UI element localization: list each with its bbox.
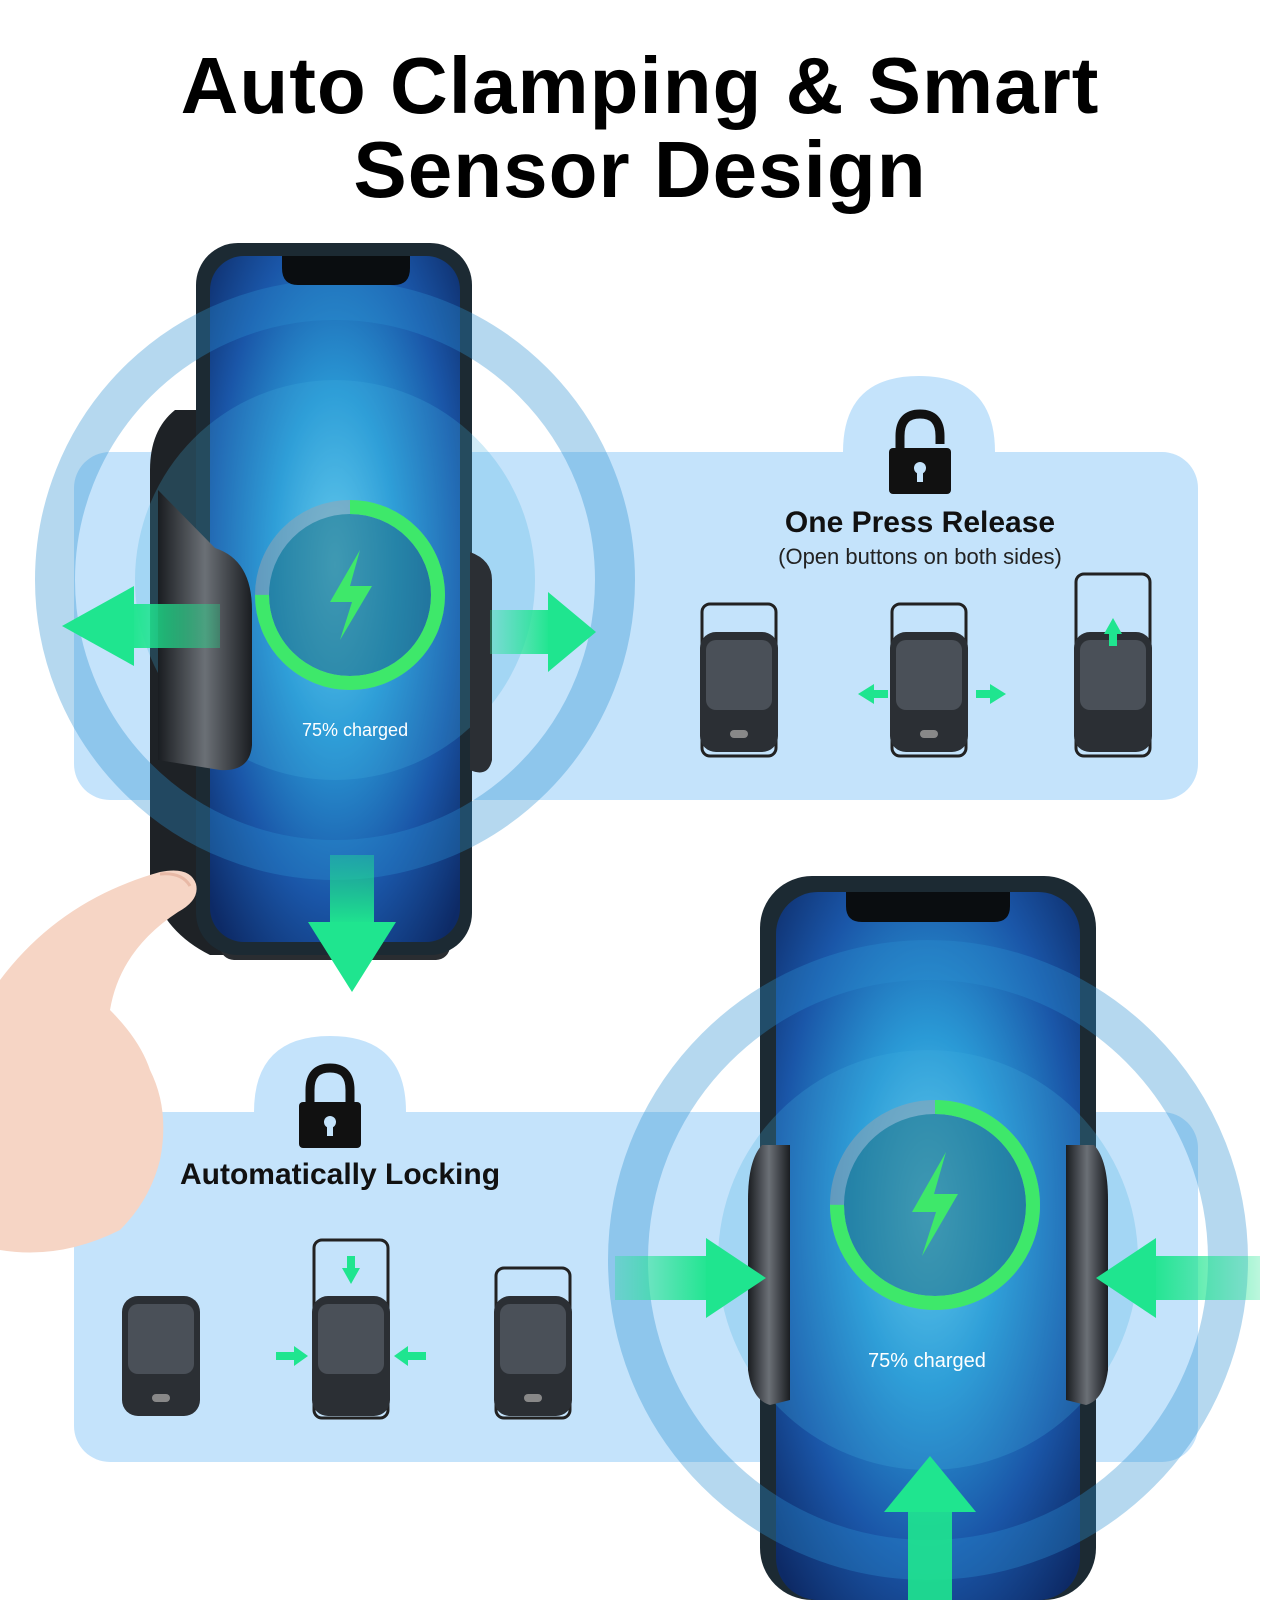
charge-label: 75% charged xyxy=(302,720,409,740)
large-phone-top xyxy=(35,243,635,960)
mount-step-2 xyxy=(858,602,1006,758)
release-heading: One Press Release xyxy=(784,506,1056,539)
mount-step-1 xyxy=(700,602,778,758)
charge-ring xyxy=(255,500,445,690)
page-title-line-2: Sensor Design xyxy=(353,125,927,214)
locked-padlock-icon xyxy=(299,1063,361,1148)
arrow-left xyxy=(62,586,220,666)
arrow-clamp-left xyxy=(615,1238,766,1318)
lock-step-1 xyxy=(122,1296,200,1416)
lock-step-3 xyxy=(494,1266,572,1420)
large-phone-bottom xyxy=(608,876,1248,1600)
charge-ring xyxy=(830,1100,1040,1310)
unlocked-padlock-icon xyxy=(889,409,951,494)
arrow-right xyxy=(490,592,596,672)
mount-step-3 xyxy=(1074,572,1152,758)
finger-illustration xyxy=(0,870,197,1253)
arrow-up xyxy=(884,1456,976,1600)
release-subtext: (Open buttons on both sides) xyxy=(778,544,1062,569)
lock-step-2 xyxy=(276,1238,426,1420)
page-title-line-1: Auto Clamping & Smart xyxy=(180,41,1100,130)
locking-heading: Automatically Locking xyxy=(179,1158,501,1191)
arrow-down xyxy=(308,855,396,992)
charge-label: 75% charged xyxy=(868,1350,986,1372)
arrow-clamp-right xyxy=(1096,1238,1260,1318)
